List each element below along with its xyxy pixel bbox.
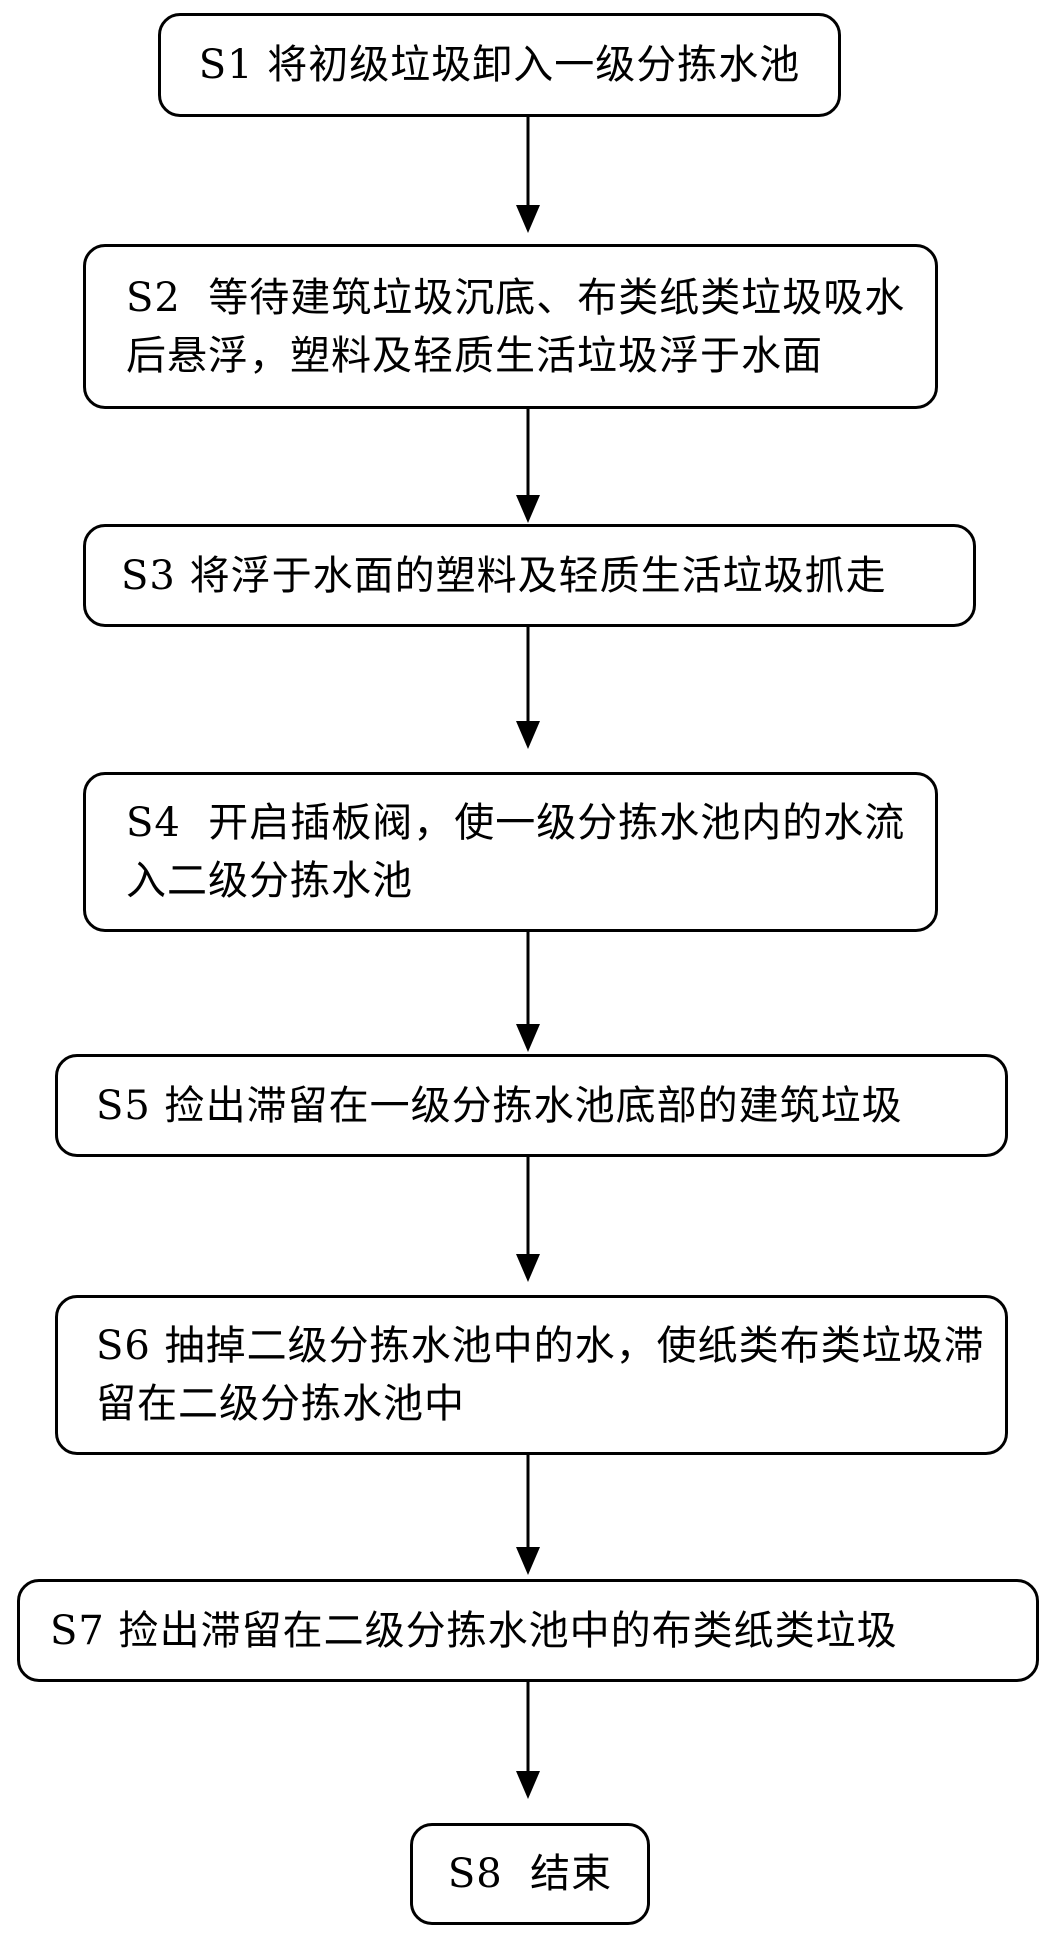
step-s1-text: S1 将初级垃圾卸入一级分拣水池 <box>198 42 801 88</box>
step-s8-box: S8 结束 <box>410 1823 650 1925</box>
arrow-s7-s8 <box>514 1682 542 1800</box>
step-s8-text: S8 结束 <box>447 1851 613 1897</box>
step-s4-text: S4 开启插板阀，使一级分拣水池内的水流入二级分拣水池 <box>126 800 906 904</box>
step-s2-box: S2 等待建筑垃圾沉底、布类纸类垃圾吸水后悬浮，塑料及轻质生活垃圾浮于水面 <box>83 244 938 409</box>
step-s2-text: S2 等待建筑垃圾沉底、布类纸类垃圾吸水后悬浮，塑料及轻质生活垃圾浮于水面 <box>126 274 906 379</box>
arrow-s3-s4 <box>514 627 542 750</box>
step-s3-text: S3 将浮于水面的塑料及轻质生活垃圾抓走 <box>121 552 887 599</box>
step-s7-box: S7 捡出滞留在二级分拣水池中的布类纸类垃圾 <box>17 1579 1039 1682</box>
step-s5-box: S5 捡出滞留在一级分拣水池底部的建筑垃圾 <box>55 1054 1008 1157</box>
step-s4-box: S4 开启插板阀，使一级分拣水池内的水流入二级分拣水池 <box>83 772 938 932</box>
step-s3-box: S3 将浮于水面的塑料及轻质生活垃圾抓走 <box>83 524 976 627</box>
step-s7-text: S7 捡出滞留在二级分拣水池中的布类纸类垃圾 <box>50 1607 898 1654</box>
step-s6-box: S6 抽掉二级分拣水池中的水，使纸类布类垃圾滞留在二级分拣水池中 <box>55 1295 1008 1455</box>
arrow-s6-s7 <box>514 1455 542 1576</box>
arrow-s4-s5 <box>514 932 542 1053</box>
arrow-s1-s2 <box>514 117 542 235</box>
arrow-s2-s3 <box>514 409 542 524</box>
arrow-s5-s6 <box>514 1157 542 1283</box>
step-s1-box: S1 将初级垃圾卸入一级分拣水池 <box>158 13 841 117</box>
step-s5-text: S5 捡出滞留在一级分拣水池底部的建筑垃圾 <box>96 1082 903 1129</box>
step-s6-text: S6 抽掉二级分拣水池中的水，使纸类布类垃圾滞留在二级分拣水池中 <box>96 1323 985 1427</box>
